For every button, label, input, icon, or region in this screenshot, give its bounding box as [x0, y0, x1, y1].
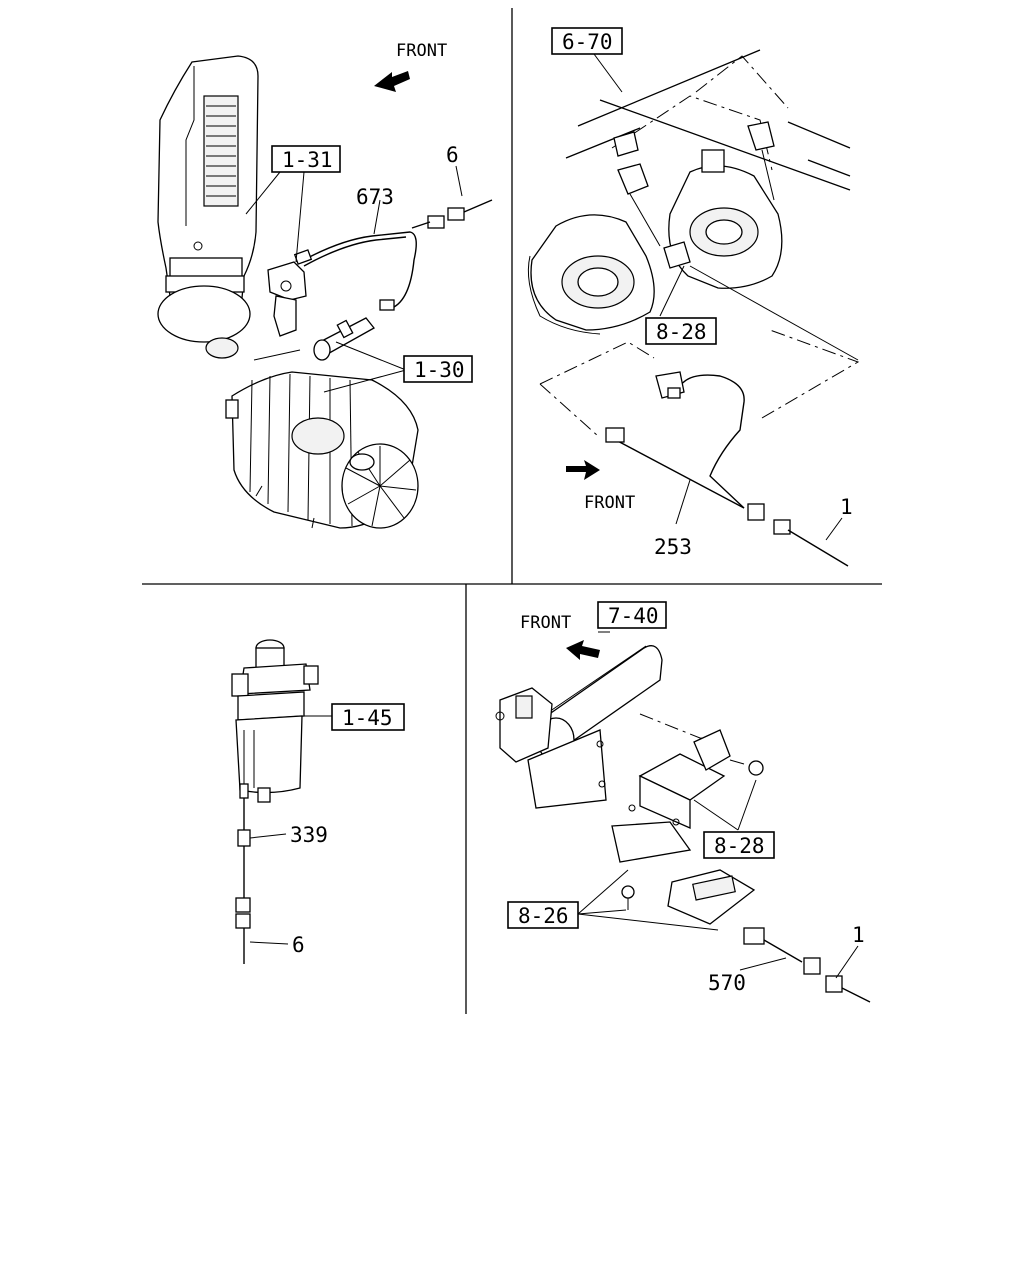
air-intake-duct: [157, 55, 259, 359]
air-cleaner-housing: [225, 371, 419, 529]
ref-label-8-28: 8-28: [656, 320, 707, 344]
sensor-rod: [313, 317, 375, 361]
part-number-253: 253: [654, 535, 692, 559]
harness-570: [743, 927, 871, 1003]
ref-box-1-45: [331, 703, 405, 731]
leaders-top-left: [245, 165, 463, 393]
horn-right: [668, 149, 783, 289]
panel-top-left: FRONT: [157, 41, 493, 529]
front-label-2: FRONT: [584, 493, 635, 513]
panel-bottom-left: 1-45 339 6: [231, 639, 405, 964]
ref-box-1-31: [271, 145, 341, 173]
bracket-frame: [611, 55, 789, 171]
front-arrow-icon-2: [566, 460, 600, 480]
relay-connector: [621, 869, 756, 925]
part-number-673: 673: [356, 185, 394, 209]
part-number-1: 1: [840, 495, 853, 519]
ref-label-6-70: 6-70: [562, 30, 613, 54]
connector-plane: [539, 265, 860, 437]
harness-253: [605, 371, 849, 567]
front-arrow-icon-3: [566, 640, 600, 660]
part-number-6-2: 6: [292, 933, 305, 957]
ref-label-8-26: 8-26: [518, 904, 569, 928]
horn-brackets: [613, 121, 775, 269]
leaders-bottom-left: [249, 715, 332, 945]
panel-dividers: [142, 8, 882, 1014]
ref-box-6-70: [551, 27, 623, 55]
front-label-3: FRONT: [520, 613, 571, 633]
leaders-bottom-right: [577, 631, 859, 979]
fuel-filter-assembly: [231, 639, 319, 803]
part-number-6: 6: [446, 143, 459, 167]
front-label: FRONT: [396, 41, 447, 61]
panel-bottom-right: FRONT: [495, 601, 871, 1003]
harness-673: [293, 199, 493, 311]
leaders-top-right: [593, 53, 843, 541]
frame-rail: [565, 49, 851, 191]
relay-bracket: [611, 713, 764, 863]
part-number-570: 570: [708, 971, 746, 995]
ref-label-1-45: 1-45: [342, 706, 393, 730]
part-number-1-2: 1: [852, 923, 865, 947]
ref-box-1-30: [403, 355, 473, 383]
front-arrow-icon: [374, 71, 410, 92]
harness-339: [235, 798, 251, 964]
ref-label-1-30: 1-30: [414, 358, 465, 382]
part-number-339: 339: [290, 823, 328, 847]
mount-bracket: [495, 687, 607, 809]
ref-label-8-28-2: 8-28: [714, 834, 765, 858]
horn-left: [527, 214, 655, 335]
ref-label-7-40: 7-40: [608, 604, 659, 628]
ref-label-1-31: 1-31: [282, 148, 333, 172]
ref-box-7-40: [597, 601, 667, 629]
sensor-connector: [267, 261, 307, 337]
panel-top-right: FRONT 6-70 8-28 253 1: [527, 27, 860, 567]
ref-box-8-26: [507, 901, 579, 929]
ref-box-8-28-2: [703, 831, 775, 859]
ref-box-8-28: [645, 317, 717, 345]
